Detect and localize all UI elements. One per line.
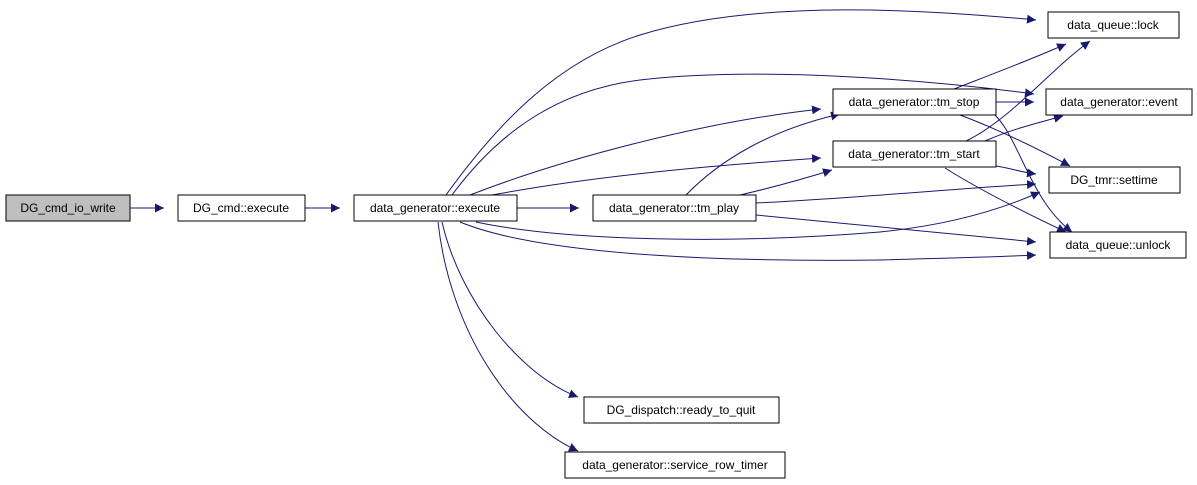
edge-data_generator_execute-data_generator_event [451,73,1035,196]
edge-data_generator_execute-data_queue_unlock [459,221,1037,261]
edge-tm_start-data_queue_unlock [944,167,1067,233]
edge-layer [130,9,1091,452]
node-label: data_generator::tm_start [848,147,980,161]
node-tm-play[interactable]: data_generator::tm_play [592,194,757,222]
node-data-queue-lock[interactable]: data_queue::lock [1047,11,1180,39]
edge-data_generator_execute-tm_start [491,154,822,196]
node-label: data_generator::event [1060,95,1178,109]
edge-tm_start-data_generator_event [984,114,1064,142]
node-label: data_generator::execute [370,201,500,215]
edge-data_generator_execute-dg_tmr_settime [475,191,1041,240]
edge-tm_play-data_queue_unlock [755,214,1037,246]
edge-tm_start-dg_tmr_settime [995,165,1037,178]
edge-tm_play-tm_start [739,168,833,196]
edge-tm_stop-dg_tmr_settime [959,114,1071,167]
edge-tm_stop-data_queue_lock [953,43,1067,90]
node-data-queue-unlock[interactable]: data_queue::unlock [1049,231,1187,259]
node-label: DG_tmr::settime [1070,173,1158,187]
node-data-generator-execute[interactable]: data_generator::execute [353,194,518,222]
edge-data_generator_execute-tm_stop [469,105,822,196]
edge-tm_start-data_queue_lock [965,40,1091,142]
node-dg-cmd-io-write[interactable]: DG_cmd_io_write [5,194,131,222]
node-data-generator-event[interactable]: data_generator::event [1045,88,1193,116]
edge-data_generator_execute-service_row_timer [437,221,579,452]
node-label: data_generator::tm_play [609,201,739,215]
node-label: data_queue::unlock [1066,238,1172,252]
node-tm-start[interactable]: data_generator::tm_start [832,140,997,168]
edge-tm_play-dg_tmr_settime [755,179,1037,204]
node-dg-dispatch-ready-to-quit[interactable]: DG_dispatch::ready_to_quit [583,396,780,424]
node-label: data_generator::service_row_timer [582,458,767,472]
node-dg-tmr-settime[interactable]: DG_tmr::settime [1048,166,1181,194]
edge-tm_play-tm_stop [685,111,841,196]
node-label: data_queue::lock [1067,18,1159,32]
node-label: DG_dispatch::ready_to_quit [607,403,756,417]
node-tm-stop[interactable]: data_generator::tm_stop [832,88,997,116]
edge-data_generator_execute-data_queue_lock [445,9,1037,196]
node-dg-cmd-execute[interactable]: DG_cmd::execute [177,194,306,222]
node-service-row-timer[interactable]: data_generator::service_row_timer [564,451,786,479]
node-label: DG_cmd_io_write [20,201,116,215]
edge-data_generator_execute-dg_dispatch_ready_to_quit [441,221,579,399]
node-label: data_generator::tm_stop [849,95,980,109]
node-label: DG_cmd::execute [193,201,289,215]
